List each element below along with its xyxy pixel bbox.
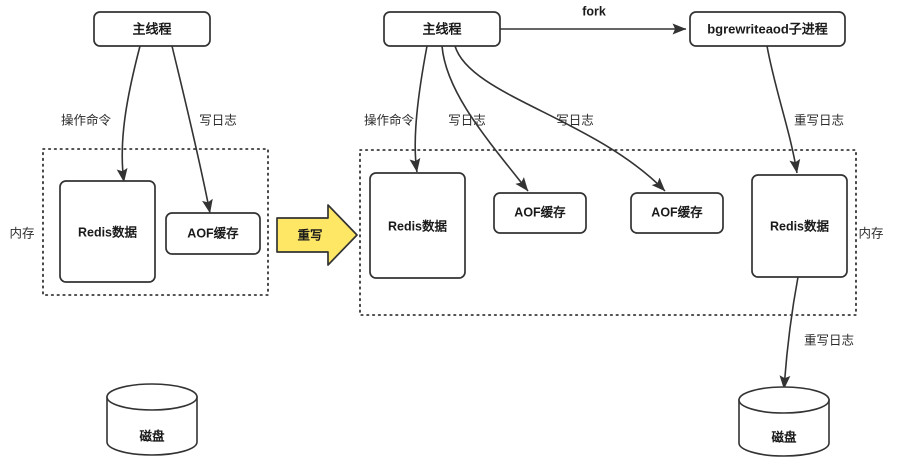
- right-disk-cylinder[interactable]: [738, 386, 830, 457]
- left-disk-cylinder[interactable]: [106, 383, 198, 456]
- left-edge-op-command-label: 操作命令: [61, 112, 112, 127]
- left-disk-label: 磁盘: [138, 428, 165, 443]
- right-aof-buffer-1-box[interactable]: [493, 192, 587, 234]
- left-edge-op-command: [116, 45, 141, 183]
- right-edge-write-log-1-label: 写日志: [448, 113, 486, 127]
- left-memory-region-label: 内存: [9, 226, 34, 240]
- right-redis-data-right-label: Redis数据: [770, 218, 830, 233]
- right-edge-write-log-1: [441, 45, 529, 192]
- rewrite-transition-arrow: [276, 204, 358, 266]
- right-edge-write-log-2: [454, 45, 666, 192]
- left-aof-buffer-label: AOF缓存: [187, 225, 239, 240]
- right-redis-data-left-label: Redis数据: [388, 218, 448, 233]
- right-edge-rewrite-log-memory: [766, 45, 801, 174]
- right-redis-data-right-box[interactable]: [751, 174, 848, 278]
- bgrewriteaod-child-process-label: bgrewriteaod子进程: [707, 21, 828, 36]
- right-edge-fork-label: fork: [582, 4, 606, 18]
- left-edge-write-log: [171, 45, 213, 214]
- right-aof-buffer-2-label: AOF缓存: [651, 204, 703, 219]
- left-aof-buffer-box[interactable]: [165, 212, 261, 255]
- right-edge-rewrite-log-disk-label: 重写日志: [804, 332, 854, 347]
- right-memory-region-label: 内存: [858, 226, 883, 240]
- rewrite-transition-label: 重写: [297, 227, 322, 242]
- right-disk-label: 磁盘: [770, 429, 797, 444]
- left-edge-write-log-label: 写日志: [199, 113, 237, 127]
- right-main-thread-label: 主线程: [422, 21, 461, 36]
- right-aof-buffer-1-label: AOF缓存: [514, 204, 566, 219]
- right-edge-op-command-label: 操作命令: [364, 112, 415, 127]
- right-redis-data-left-box[interactable]: [369, 172, 466, 279]
- right-edge-rewrite-log-memory-label: 重写日志: [794, 112, 844, 127]
- right-aof-buffer-2-box[interactable]: [630, 192, 724, 234]
- left-redis-data-label: Redis数据: [78, 224, 138, 239]
- right-edge-write-log-2-label: 写日志: [556, 113, 594, 127]
- left-redis-data-box[interactable]: [59, 180, 156, 283]
- right-edge-op-command: [409, 45, 428, 173]
- left-memory-region: [42, 148, 269, 296]
- left-main-thread-box[interactable]: [93, 11, 211, 47]
- right-edge-rewrite-log-disk: [779, 276, 799, 390]
- left-main-thread-label: 主线程: [132, 21, 171, 36]
